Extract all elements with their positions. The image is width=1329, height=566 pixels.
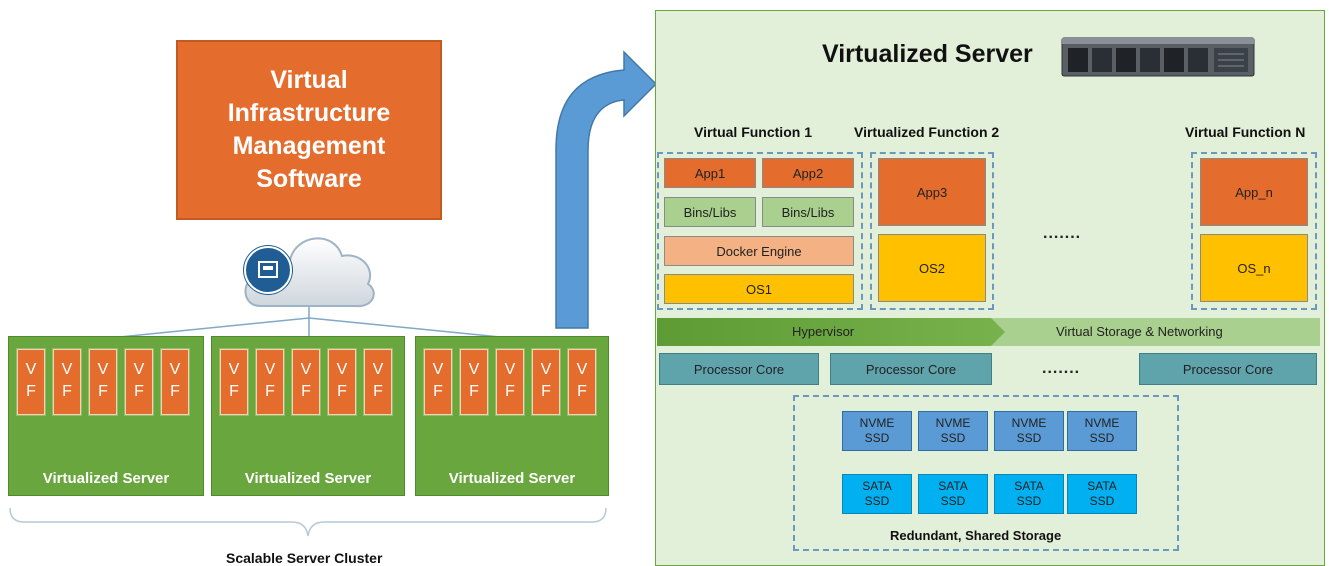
vf-block: V F (160, 348, 190, 416)
server-rack-icon (1061, 37, 1255, 77)
server-label: Virtualized Server (448, 470, 576, 487)
nvme-ssd-2: NVME SSD (918, 411, 988, 451)
vf-block: V F (88, 348, 118, 416)
cores-ellipsis: ....... (1042, 360, 1081, 377)
vf-block: V F (531, 348, 561, 416)
ethernet-port-icon (244, 246, 292, 294)
os2-box: OS2 (878, 234, 986, 302)
vf-block: V F (423, 348, 453, 416)
nvme-ssd-4: NVME SSD (1067, 411, 1137, 451)
vf-block: V F (459, 348, 489, 416)
app3-box: App3 (878, 158, 986, 226)
function-title-n: Virtual Function N (1185, 124, 1306, 140)
os-n-box: OS_n (1200, 234, 1308, 302)
server-label: Virtualized Server (244, 470, 372, 487)
virtual-function-n-group (1191, 152, 1317, 310)
sata-ssd-2: SATA SSD (918, 474, 988, 514)
vf-block: V F (495, 348, 525, 416)
virtualized-function-2-group (870, 152, 994, 310)
bins-libs-box-2: Bins/Libs (762, 197, 854, 227)
processor-core-3: Processor Core (1139, 353, 1317, 385)
vf-block: V F (219, 348, 249, 416)
app-n-box: App_n (1200, 158, 1308, 226)
virtual-function-1-group (657, 152, 863, 310)
virtual-storage-networking-bar (990, 318, 1320, 346)
hypervisor-bar (657, 318, 1005, 346)
virtualized-server-2: V F V F V F V F V F Virtualized Server (211, 336, 405, 496)
server-label: Virtualized Server (42, 470, 170, 487)
app1-box: App1 (664, 158, 756, 188)
nvme-ssd-1: NVME SSD (842, 411, 912, 451)
os1-box: OS1 (664, 274, 854, 304)
panel-title: Virtualized Server (822, 40, 1033, 68)
vf-block: V F (16, 348, 46, 416)
functions-ellipsis: ....... (1043, 225, 1082, 242)
sata-ssd-1: SATA SSD (842, 474, 912, 514)
cluster-label: Scalable Server Cluster (226, 550, 383, 566)
virtualized-server-1: V F V F V F V F V F Virtualized Server (8, 336, 204, 496)
vf-block: V F (567, 348, 597, 416)
docker-engine-box: Docker Engine (664, 236, 854, 266)
processor-core-2: Processor Core (830, 353, 992, 385)
sata-ssd-3: SATA SSD (994, 474, 1064, 514)
nvme-ssd-3: NVME SSD (994, 411, 1064, 451)
curved-arrow-icon (555, 50, 658, 329)
function-title-2: Virtualized Function 2 (854, 124, 1000, 140)
storage-label: Redundant, Shared Storage (890, 528, 1062, 543)
app2-box: App2 (762, 158, 854, 188)
vf-block: V F (124, 348, 154, 416)
management-software-box: Virtual Infrastructure Management Softwa… (176, 40, 442, 220)
vf-block: V F (327, 348, 357, 416)
vf-block: V F (52, 348, 82, 416)
vf-block: V F (291, 348, 321, 416)
virtual-storage-label: Virtual Storage & Networking (1056, 324, 1223, 339)
vf-block: V F (363, 348, 393, 416)
virtualized-server-3: V F V F V F V F V F Virtualized Server (415, 336, 609, 496)
shared-storage-group (793, 395, 1179, 551)
hypervisor-label: Hypervisor (792, 324, 855, 339)
processor-core-1: Processor Core (659, 353, 819, 385)
bins-libs-box-1: Bins/Libs (664, 197, 756, 227)
vf-block: V F (255, 348, 285, 416)
sata-ssd-4: SATA SSD (1067, 474, 1137, 514)
function-title-1: Virtual Function 1 (694, 124, 812, 140)
